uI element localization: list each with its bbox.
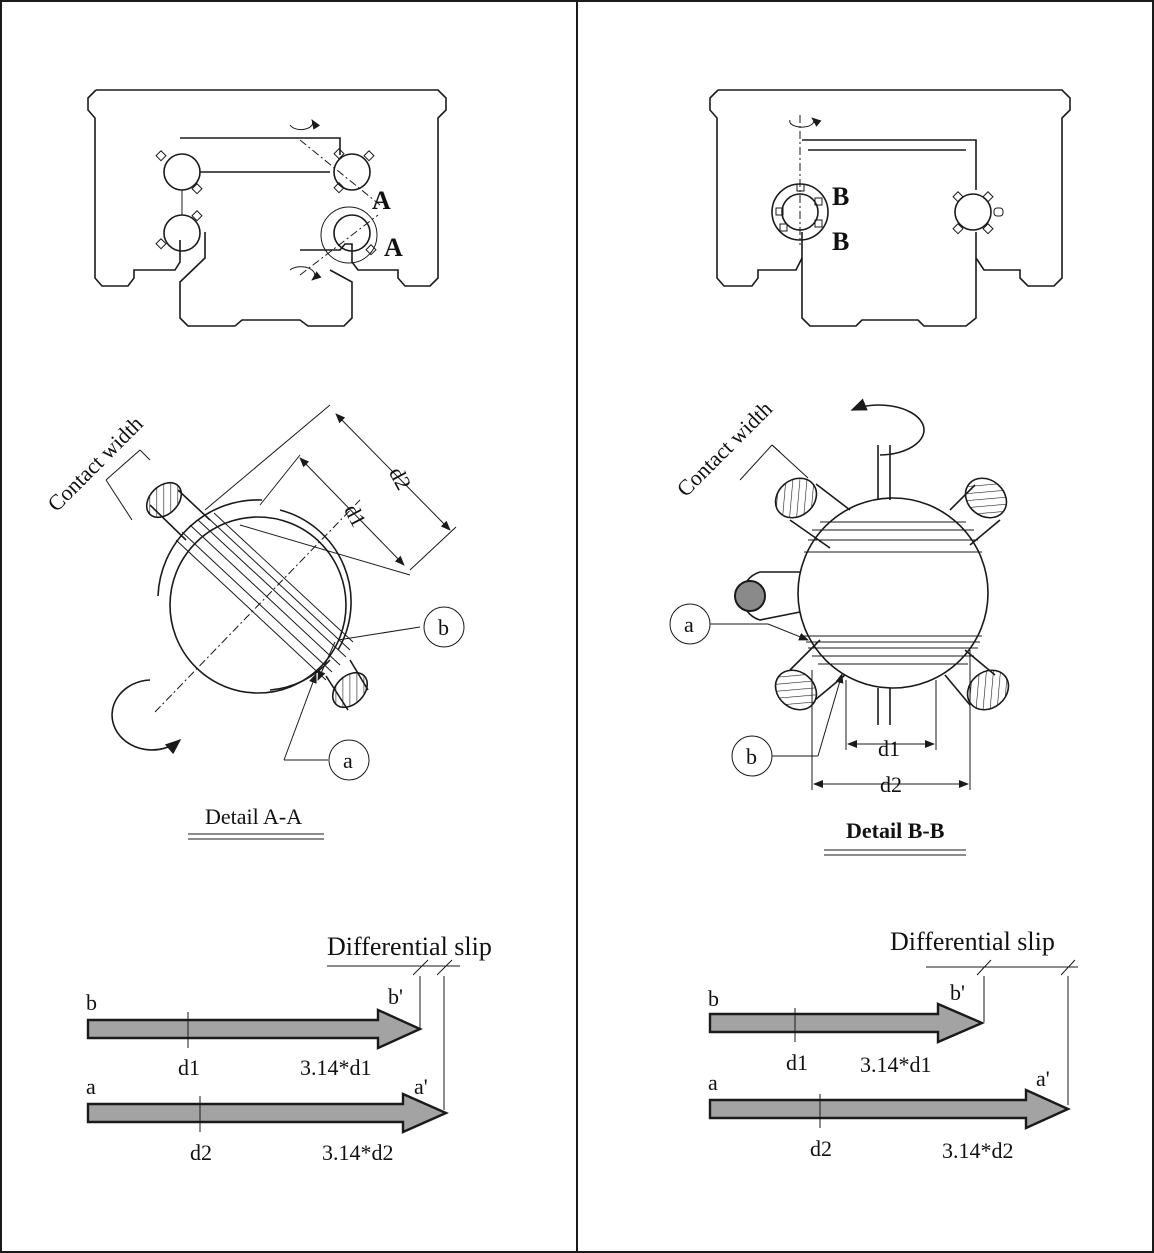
right-arrow-a-mid: d2 — [810, 1136, 832, 1161]
left-section-mark-2: A — [384, 233, 403, 262]
left-detail-view: d2 d1 Contact width b a Detail A-A — [42, 404, 465, 840]
right-callout-a-label: a — [684, 612, 694, 637]
left-arrow-a-start: a — [86, 1074, 96, 1099]
right-dim-d1: d1 — [878, 736, 900, 761]
left-rail-section: A A — [87, 89, 447, 327]
left-arrow-b — [86, 1008, 423, 1050]
right-arrow-b-value: 3.14*d1 — [860, 1052, 932, 1077]
right-arrow-a — [708, 1088, 1071, 1130]
left-arrow-a-mid: d2 — [190, 1140, 212, 1165]
right-rail-section: B B — [709, 89, 1071, 327]
right-arrow-b-mid: d1 — [786, 1050, 808, 1075]
left-detail-title: Detail A-A — [205, 804, 302, 829]
right-arrow-b-end: b' — [950, 980, 965, 1005]
left-arrow-b-mid: d1 — [178, 1055, 200, 1080]
right-arrow-a-value: 3.14*d2 — [942, 1138, 1014, 1163]
right-detail-view: Contact width a b d1 d2 Detail B-B — [669, 396, 1010, 856]
left-callout-b — [423, 606, 465, 648]
left-arrow-a-value: 3.14*d2 — [322, 1140, 394, 1165]
left-arrow-b-value: 3.14*d1 — [300, 1055, 372, 1080]
right-arrow-a-start: a — [708, 1070, 718, 1095]
right-arrow-b — [708, 1002, 986, 1044]
right-arrow-a-end: a' — [1036, 1066, 1050, 1091]
right-arrow-b-start: b — [708, 986, 719, 1011]
right-slip-heading: Differential slip — [890, 927, 1055, 956]
left-callout-a — [328, 739, 370, 781]
right-section-mark-1: B — [832, 182, 849, 211]
left-contact-width-label: Contact width — [42, 411, 147, 516]
left-callout-b-label: b — [438, 615, 449, 640]
left-slip-heading: Differential slip — [327, 932, 492, 961]
right-dim-d2: d2 — [880, 772, 902, 797]
right-section-mark-2: B — [832, 227, 849, 256]
right-callout-b-label: b — [746, 744, 757, 769]
left-arrow-b-start: b — [86, 990, 97, 1015]
left-slip-diagram: Differential slip b b' d1 3.14*d1 a a' d… — [86, 932, 492, 1165]
left-callout-a-label: a — [343, 748, 353, 773]
left-arrow-b-end: b' — [388, 984, 403, 1009]
right-slip-diagram: Differential slip b b' d1 3.14*d1 a a' d… — [708, 927, 1078, 1163]
left-panel: A A — [42, 89, 492, 1165]
right-detail-title: Detail B-B — [846, 818, 945, 843]
left-arrow-a — [86, 1092, 449, 1134]
right-contact-width-label: Contact width — [672, 396, 777, 501]
left-section-mark-1: A — [372, 186, 391, 215]
right-panel: B B — [669, 89, 1078, 1163]
left-arrow-a-end: a' — [414, 1074, 428, 1099]
